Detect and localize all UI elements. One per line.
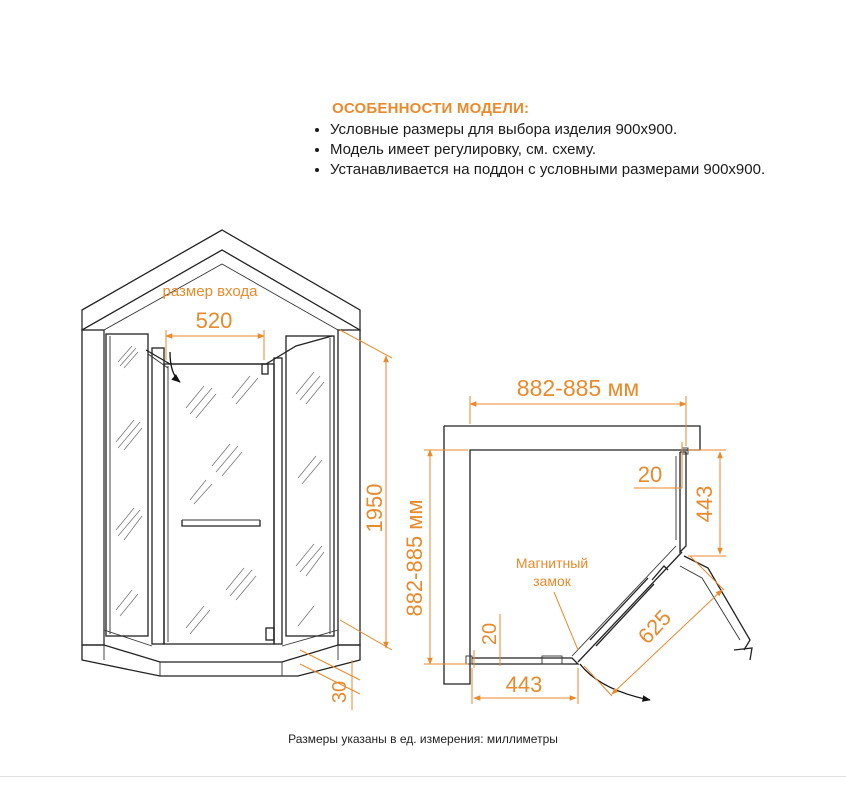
entrance-label: размер входа (163, 283, 259, 300)
left-glass-panel (105, 333, 149, 637)
bottom-divider (0, 776, 846, 777)
plan-width-value: 882-885 мм (517, 375, 639, 401)
right-fixed-panel (679, 451, 687, 554)
gap-left-value: 20 (479, 623, 501, 645)
door-handle (181, 520, 261, 527)
footnote: Размеры указаны в ед. измерения: миллиме… (288, 732, 558, 746)
glass-hatch (115, 345, 325, 635)
plan-open-arrow (579, 663, 651, 702)
height-value: 1950 (362, 484, 387, 533)
features-list: Условные размеры для выбора изделия 900х… (306, 120, 786, 180)
plan-view: 882-885 мм 882-885 мм 20 443 Магнитный з… (402, 375, 753, 704)
tray-height-value: 30 (329, 681, 351, 703)
plan-walls (443, 425, 701, 685)
right-glass-panel (285, 335, 335, 637)
lock-label-line2: замок (533, 573, 572, 589)
feature-item: Устанавливается на поддон с условными ра… (330, 160, 786, 180)
entrance-width-value: 520 (196, 308, 233, 333)
lock-label-line1: Магнитный (516, 555, 588, 571)
plan-depth-value: 882-885 мм (402, 499, 427, 616)
front-view: размер входа 520 1950 30 (81, 229, 393, 710)
side-bottom-value: 443 (506, 672, 543, 697)
side-right-value: 443 (692, 486, 717, 523)
feature-item: Условные размеры для выбора изделия 900х… (330, 120, 786, 140)
features-title: ОСОБЕННОСТИ МОДЕЛИ: (332, 100, 530, 117)
door-open-arrow (169, 351, 181, 383)
gap-top-value: 20 (638, 462, 662, 487)
tray-outline (81, 644, 361, 677)
right-wall (337, 329, 361, 646)
right-door-frame (273, 357, 283, 645)
door-glass-panel (163, 363, 275, 645)
features-block: ОСОБЕННОСТИ МОДЕЛИ: Условные размеры для… (306, 100, 786, 180)
door-width-value: 625 (633, 605, 676, 649)
bottom-fixed-panel (472, 657, 580, 665)
left-wall (81, 329, 105, 646)
left-door-frame (151, 347, 165, 645)
feature-item: Модель имеет регулировку, см. схему. (330, 140, 786, 160)
